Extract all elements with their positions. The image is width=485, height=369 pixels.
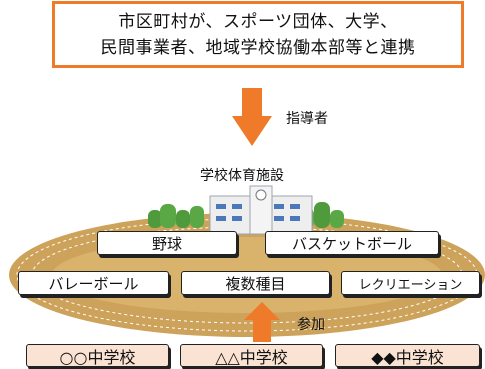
partnership-line-1: 市区町村が、スポーツ団体、大学、 [118, 11, 398, 32]
activity-multiple-sports: 複数種目 [181, 271, 330, 295]
activity-baseball: 野球 [97, 231, 237, 255]
activity-basketball: バスケットボール [265, 231, 439, 255]
school-1: ○○中学校 [26, 344, 169, 367]
down-arrow-icon [232, 88, 272, 146]
activity-volleyball: バレーボール [18, 271, 169, 295]
school-building-icon [209, 185, 313, 235]
activity-recreation: レクリエーション [341, 271, 480, 295]
school-3: ◆◆中学校 [335, 344, 480, 367]
facility-label: 学校体育施設 [200, 168, 284, 184]
participation-label: 参加 [297, 317, 325, 333]
partnership-box: 市区町村が、スポーツ団体、大学、 民間事業者、地域学校協働本部等と連携 [52, 1, 464, 68]
school-2: △△中学校 [180, 344, 323, 367]
guidance-label: 指導者 [286, 111, 328, 127]
partnership-line-2: 民間事業者、地域学校協働本部等と連携 [100, 37, 416, 58]
tree-icon [148, 204, 204, 228]
up-arrow-icon [244, 302, 280, 342]
